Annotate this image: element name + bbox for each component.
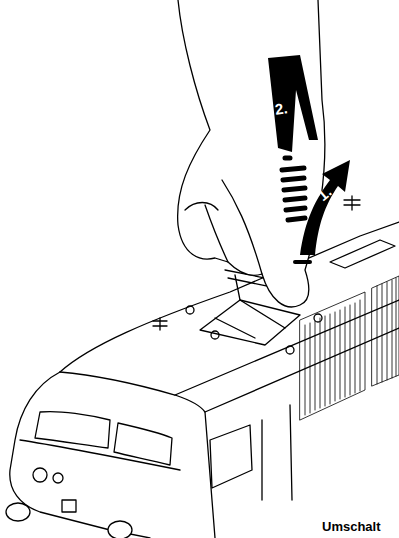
motion-arrows xyxy=(268,55,350,262)
hand xyxy=(178,0,325,307)
caption-text: Umschalt xyxy=(322,519,381,534)
step-number: 2. xyxy=(274,99,289,118)
